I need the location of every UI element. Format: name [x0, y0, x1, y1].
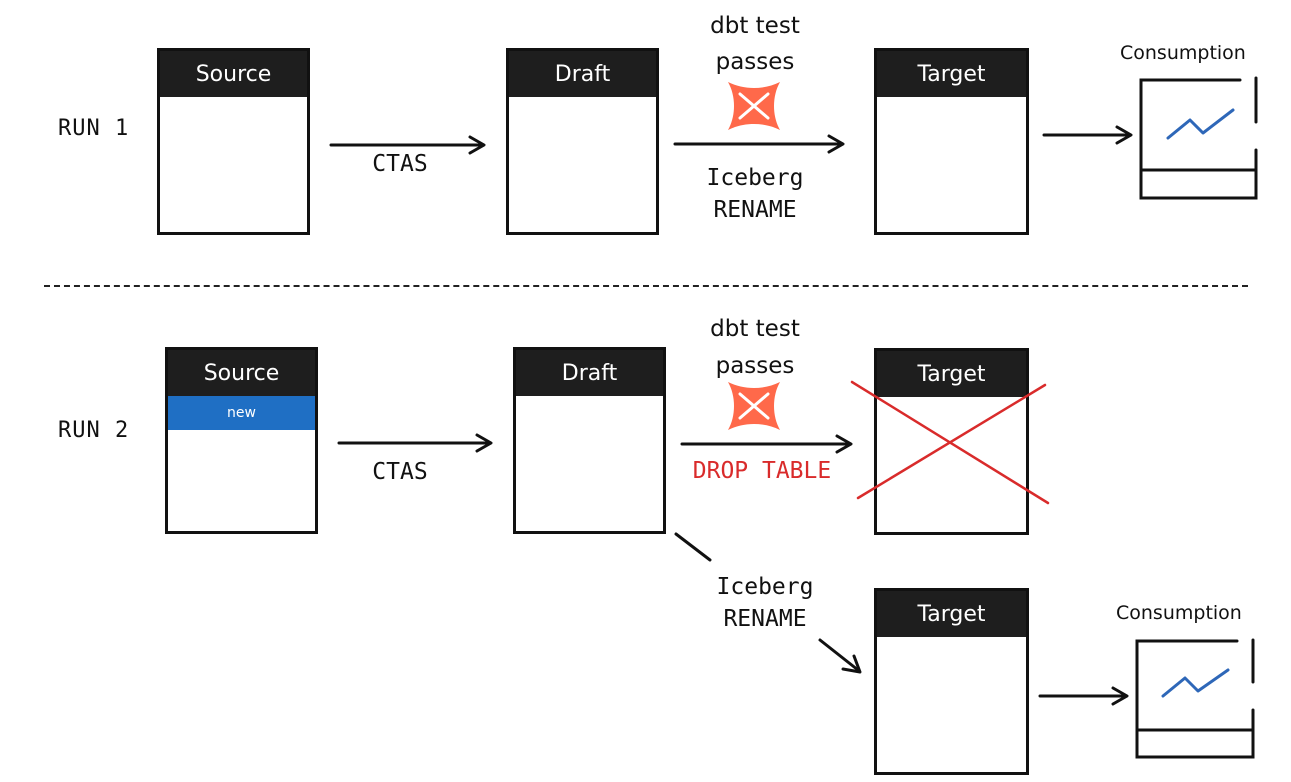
cross-out-icon	[850, 380, 1050, 505]
run2-test-line2: passes	[715, 353, 795, 379]
run1-draft-title: Draft	[509, 51, 656, 97]
run2-consumption-label: Consumption	[1116, 602, 1242, 624]
run2-rename-arrow	[674, 532, 862, 674]
run2-old-target-title: Target	[877, 351, 1026, 397]
run2-consumption-arrow	[1038, 686, 1129, 706]
run2-source-table: Source new	[165, 347, 318, 534]
chart-line-icon	[1161, 668, 1230, 698]
run1-target-title: Target	[877, 51, 1026, 97]
run2-drop-arrow	[680, 434, 853, 454]
run1-test-line1: dbt test	[710, 13, 800, 39]
run1-source-title: Source	[160, 51, 307, 97]
run2-ctas-label: CTAS	[372, 459, 428, 485]
run2-test-line1: dbt test	[710, 316, 800, 342]
run1-rename-line1: Iceberg	[706, 165, 804, 191]
chart-line-icon	[1166, 108, 1235, 140]
run1-draft-table: Draft	[506, 48, 659, 235]
run2-ctas-arrow	[337, 433, 493, 453]
run1-consumption-arrow	[1042, 125, 1133, 145]
run-divider	[44, 285, 1248, 287]
run1-monitor-icon	[1139, 76, 1258, 200]
run1-test-line2: passes	[715, 49, 795, 75]
run1-target-table: Target	[874, 48, 1029, 235]
run2-source-title: Source	[168, 350, 315, 396]
run2-draft-title: Draft	[516, 350, 663, 396]
run1-label: RUN 1	[58, 116, 130, 141]
run1-ctas-arrow	[329, 135, 486, 155]
run2-rename-line1: Iceberg	[716, 574, 814, 600]
dbt-logo-icon	[728, 382, 780, 430]
run2-new-target-table: Target	[874, 588, 1029, 775]
run1-rename-arrow	[673, 134, 845, 154]
run1-consumption-label: Consumption	[1120, 42, 1246, 64]
run2-draft-table: Draft	[513, 347, 666, 534]
run2-label: RUN 2	[58, 418, 130, 443]
dbt-logo-icon	[728, 82, 780, 130]
run1-ctas-label: CTAS	[372, 151, 428, 177]
run2-monitor-icon	[1135, 638, 1255, 759]
run2-drop-table-label: DROP TABLE	[692, 458, 832, 484]
run2-rename-line2: RENAME	[723, 606, 807, 632]
run2-new-row: new	[168, 396, 315, 430]
run1-source-table: Source	[157, 48, 310, 235]
run1-rename-line2: RENAME	[713, 197, 797, 223]
run2-new-target-title: Target	[877, 591, 1026, 637]
